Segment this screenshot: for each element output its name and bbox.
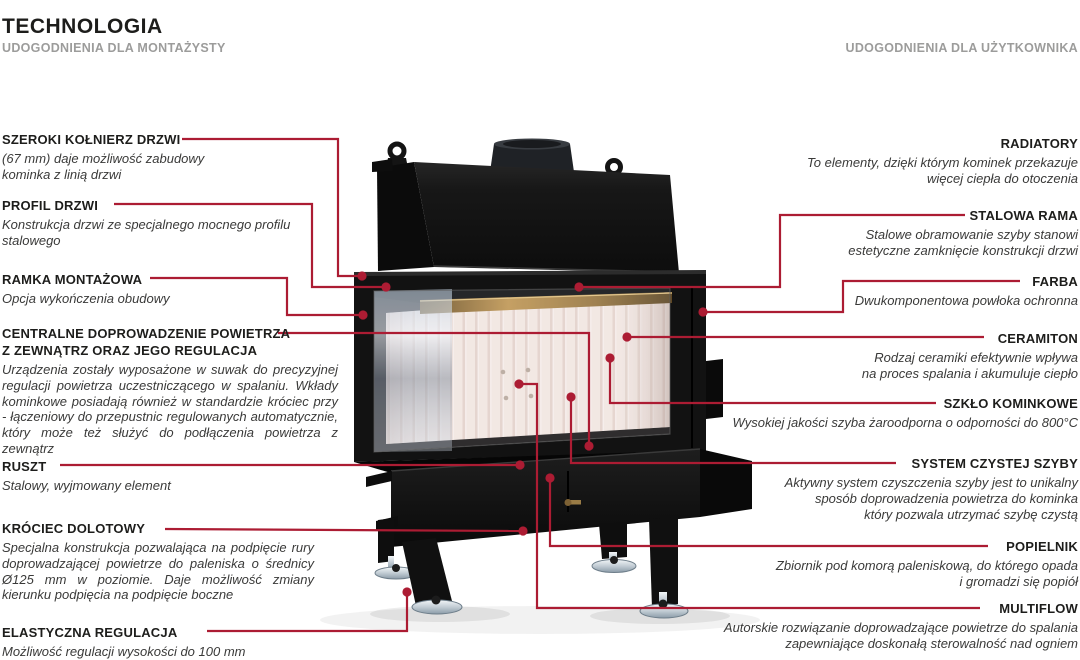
- base-right-side: [700, 449, 752, 517]
- feature-title: SYSTEM CZYSTEJ SZYBY: [911, 456, 1078, 471]
- adjustable-leg: [591, 522, 637, 573]
- drawer-key: [564, 499, 581, 506]
- feature-szklo-kominkowe: SZKŁO KOMINKOWE Wysokiej jakości szyba ż…: [732, 395, 1078, 431]
- connector-szklo-kominkowe: [608, 361, 936, 405]
- hood-front: [414, 162, 679, 273]
- feature-title: POPIELNIK: [1006, 539, 1078, 554]
- connector-multiflow: [522, 382, 980, 610]
- feature-title: SZKŁO KOMINKOWE: [943, 396, 1078, 411]
- connector-centralne-doprowadzenie: [278, 331, 591, 443]
- connector-elastyczna-regulacja: [207, 595, 409, 633]
- connector-lines: [60, 137, 1020, 633]
- feature-description: Rodzaj ceramiki efektywnie wpływa na pro…: [861, 350, 1078, 381]
- page-title: TECHNOLOGIA: [2, 15, 163, 39]
- feature-description: Opcja wykończenia obudowy: [2, 291, 170, 306]
- feature-title: CENTRALNE DOPROWADZENIE POWIETRZA Z ZEWN…: [2, 326, 291, 358]
- adjustable-leg: [402, 538, 463, 615]
- connector-popielnik: [548, 481, 988, 548]
- connector-dot: [545, 473, 555, 483]
- feature-popielnik: POPIELNIK Zbiornik pod komorą paleniskow…: [776, 538, 1078, 590]
- base-top-edge: [390, 448, 701, 472]
- feature-title: ELASTYCZNA REGULACJA: [2, 625, 178, 640]
- feature-krociec-dolotowy: KRÓCIEC DOLOTOWY Specjalna konstrukcja p…: [2, 520, 314, 603]
- feature-title: MULTIFLOW: [999, 601, 1078, 616]
- feature-title: RAMKA MONTAŻOWA: [2, 272, 143, 287]
- feature-description: Specjalna konstrukcja pozwalająca na pod…: [2, 540, 314, 603]
- feature-description: To elementy, dzięki którym kominek przek…: [807, 155, 1078, 186]
- feature-radiatory: RADIATORY To elementy, dzięki którym kom…: [807, 135, 1078, 187]
- feature-description: (67 mm) daje możliwość zabudowy kominka …: [2, 151, 205, 182]
- feature-title: KRÓCIEC DOLOTOWY: [2, 521, 146, 536]
- feature-farba: FARBA Dwukomponentowa powłoka ochronna: [855, 273, 1078, 309]
- feature-system-czystej-szyby: SYSTEM CZYSTEJ SZYBY Aktywny system czys…: [785, 455, 1078, 522]
- connector-dot: [605, 353, 615, 363]
- feature-multiflow: MULTIFLOW Autorskie rozwiązanie doprowad…: [724, 600, 1078, 652]
- feature-elastyczna-regulacja: ELASTYCZNA REGULACJA Możliwość regulacji…: [2, 624, 245, 660]
- connector-profil-drzwi: [114, 202, 383, 289]
- feature-szeroki-kolnierz-drzwi: SZEROKI KOŁNIERZ DRZWI (67 mm) daje możl…: [2, 131, 204, 183]
- connector-dot: [698, 307, 708, 317]
- connector-dot: [357, 271, 367, 281]
- gold-deflector: [420, 292, 672, 314]
- feature-title: RUSZT: [2, 459, 47, 474]
- connector-ramka-montazowa: [150, 276, 360, 317]
- feature-ruszt: RUSZT Stalowy, wyjmowany element: [2, 458, 171, 494]
- feature-description: Stalowe obramowanie szyby stanowi estety…: [848, 227, 1078, 258]
- feature-description: Konstrukcja drzwi ze specjalnego mocnego…: [2, 217, 291, 248]
- fireplace-illustration: [320, 138, 760, 634]
- connector-farba: [706, 279, 1020, 314]
- connector-dot: [584, 441, 594, 451]
- subtitle-installer: UDOGODNIENIA DLA MONTAŻYSTY: [2, 41, 226, 55]
- connector-dot: [518, 526, 528, 536]
- feature-description: Dwukomponentowa powłoka ochronna: [854, 293, 1078, 308]
- connector-szeroki-kolnierz: [182, 137, 360, 278]
- side-tab: [366, 471, 392, 487]
- connector-dot: [402, 587, 412, 597]
- feature-title: CERAMITON: [997, 331, 1078, 346]
- flue-collar-icon: [490, 138, 574, 172]
- feature-ramka-montazowa: RAMKA MONTAŻOWA Opcja wykończenia obudow…: [2, 271, 170, 307]
- connector-dot: [566, 392, 576, 402]
- feature-description: Autorskie rozwiązanie doprowadzające pow…: [723, 620, 1078, 651]
- feature-profil-drzwi: PROFIL DRZWI Konstrukcja drzwi ze specja…: [2, 197, 290, 249]
- connector-dot: [622, 332, 632, 342]
- feature-stalowa-rama: STALOWA RAMA Stalowe obramowanie szyby s…: [848, 207, 1078, 259]
- feature-title: RADIATORY: [1000, 136, 1078, 151]
- feature-title: PROFIL DRZWI: [2, 198, 99, 213]
- feature-title: FARBA: [1032, 274, 1078, 289]
- door-handle: [706, 359, 723, 419]
- connector-dot: [515, 460, 525, 470]
- feature-title: SZEROKI KOŁNIERZ DRZWI: [2, 132, 181, 147]
- hood-side: [377, 162, 434, 271]
- feature-title: STALOWA RAMA: [969, 208, 1078, 223]
- connector-stalowa-rama: [582, 213, 965, 289]
- connector-dot: [381, 282, 391, 292]
- hood-bracket: [372, 159, 393, 172]
- feature-ceramiton: CERAMITON Rodzaj ceramiki efektywnie wpł…: [862, 330, 1078, 382]
- feature-description: Zbiornik pod komorą paleniskową, do któr…: [775, 558, 1078, 589]
- feature-description: Stalowy, wyjmowany element: [2, 478, 171, 493]
- connector-dot: [514, 379, 524, 389]
- glass-sheen: [374, 288, 670, 452]
- connector-dots: [357, 271, 708, 597]
- subtitle-user: UDOGODNIENIA DLA UŻYTKOWNIKA: [845, 41, 1078, 55]
- feature-description: Aktywny system czyszczenia szyby jest to…: [784, 475, 1078, 522]
- glass-reflection: [374, 289, 452, 452]
- connector-dot: [574, 282, 584, 292]
- deflector-highlight: [419, 292, 673, 302]
- glass-border: [373, 287, 671, 453]
- connector-system-czystej-szyby: [569, 400, 896, 465]
- feature-centralne-doprowadzenie: CENTRALNE DOPROWADZENIE POWIETRZA Z ZEWN…: [2, 325, 338, 457]
- connector-krociec-dolotowy: [164, 527, 521, 533]
- adjustable-leg: [639, 517, 689, 619]
- feature-description: Możliwość regulacji wysokości do 100 mm: [2, 644, 246, 659]
- ceramic-holes: [500, 367, 534, 401]
- connector-dot: [358, 310, 368, 320]
- feature-description: Wysokiej jakości szyba żaroodporna o odp…: [732, 415, 1078, 430]
- feature-description: Urządzenia zostały wyposażone w suwak do…: [2, 362, 338, 456]
